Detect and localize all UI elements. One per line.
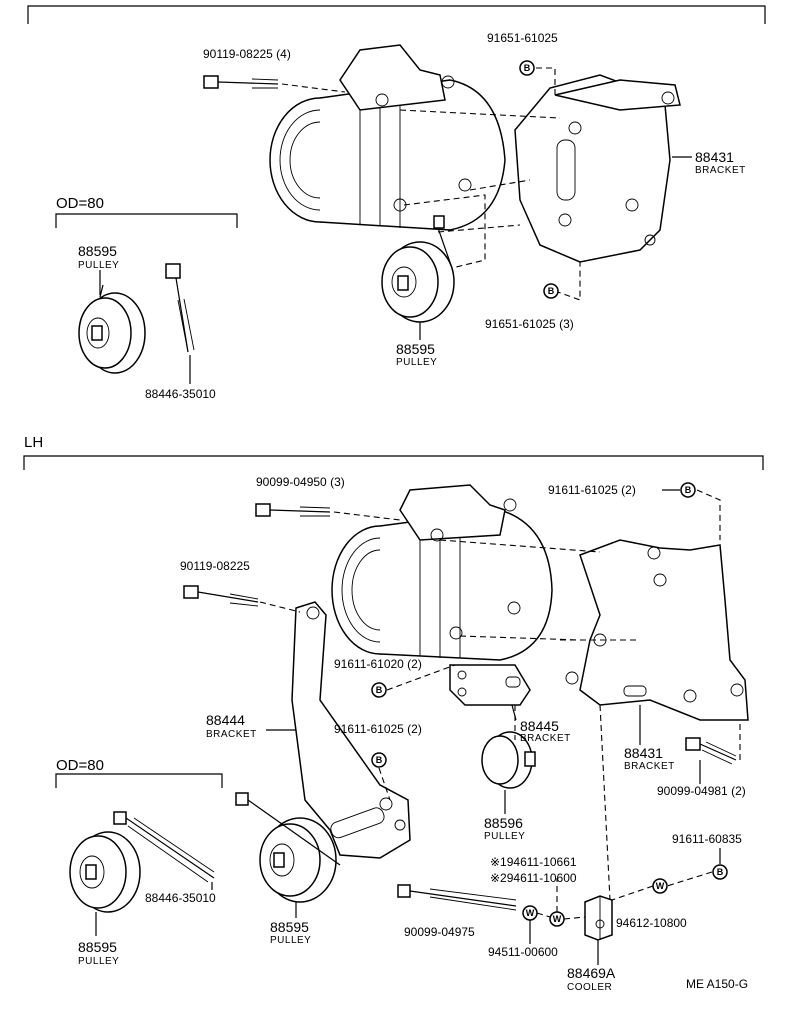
part-bolt-top: 90119-08225 (4)	[203, 47, 291, 61]
washer-marker-2: W	[549, 911, 565, 927]
bolt-lh-long	[397, 884, 517, 911]
bolt-lh	[183, 585, 259, 607]
part-cooler-name: COOLER	[567, 982, 612, 993]
part-bolt-od-top: 88446-35010	[145, 387, 216, 401]
part-pulley-od2-name: PULLEY	[78, 956, 119, 967]
part-pulley-top-number: 88595	[396, 341, 435, 357]
bracket-lh-88431	[565, 539, 749, 721]
cooler-88469A	[584, 895, 613, 941]
od-label-bottom: OD=80	[56, 757, 104, 774]
part-nut-top-3: 91651-61025 (3)	[485, 317, 574, 331]
marker-b-label: B	[685, 485, 692, 495]
bracket-lh-88444	[291, 601, 411, 859]
part-bolt-lh-2: 90099-04981 (2)	[657, 784, 746, 798]
part-washer-3: 94612-10800	[616, 916, 687, 930]
part-nut-top: 91651-61025	[487, 31, 558, 45]
diagram-code: ME A150-G	[686, 977, 748, 991]
top-leaders	[281, 67, 581, 301]
marker-b-label: B	[548, 286, 555, 296]
part-pulley-od-top-number: 88595	[78, 243, 117, 259]
part-bracket-31-number: 88431	[624, 745, 663, 761]
part-bracket-44-number: 88444	[206, 712, 245, 728]
compressor-top	[269, 44, 506, 231]
lh-leaders	[259, 489, 741, 920]
marker-w-label: W	[553, 914, 562, 924]
part-bracket-31-name: BRACKET	[624, 761, 675, 772]
lh-label: LH	[24, 434, 43, 451]
od-group-top: OD=80	[55, 195, 238, 228]
pulley-od-bottom	[69, 811, 215, 913]
b-marker-lh-4: B	[712, 864, 728, 880]
part-washer-1: ※194611-10661	[490, 855, 577, 869]
marker-w-label: W	[656, 881, 665, 891]
compressor-lh	[331, 484, 553, 661]
od-group-bottom: OD=80	[55, 757, 223, 788]
part-bracket-top-number: 88431	[695, 149, 734, 165]
part-bracket-top-name: BRACKET	[695, 165, 746, 176]
part-nut-lh-b: 91611-61025 (2)	[334, 722, 422, 736]
part-pulley-top-name: PULLEY	[396, 357, 437, 368]
marker-b-label: B	[376, 755, 383, 765]
bolt-lh-3	[255, 503, 331, 517]
part-nut-lh-2: 91611-61025 (2)	[548, 483, 636, 497]
part-cooler-number: 88469A	[567, 965, 616, 981]
part-bracket-44-name: BRACKET	[206, 729, 257, 740]
bolt-top	[203, 75, 279, 89]
part-bolt-od2: 88446-35010	[145, 891, 216, 905]
part-pulley-lh-number: 88595	[270, 919, 309, 935]
part-bolt-lh-long: 90099-04975	[404, 925, 475, 939]
part-bracket-45-number: 88445	[520, 718, 559, 734]
top-section-frame	[27, 5, 766, 24]
part-pulley-od2-number: 88595	[78, 939, 117, 955]
marker-b-label: B	[524, 63, 531, 73]
part-bolt-lh-3: 90099-04950 (3)	[256, 475, 345, 489]
marker-b-label: B	[376, 685, 383, 695]
part-washer-4: 94511-00600	[488, 945, 558, 959]
b-marker-lh-3: B	[371, 752, 387, 768]
b-marker-top-1: B	[519, 60, 535, 76]
part-bracket-45-name: BRACKET	[520, 733, 571, 744]
bracket-lh-88445	[449, 664, 531, 706]
pulley-lh-88596	[481, 731, 536, 789]
od-label-top: OD=80	[56, 195, 104, 212]
b-marker-lh-2: B	[371, 682, 387, 698]
part-washer-2: ※294611-10600	[490, 871, 577, 885]
part-pulley-lh-name: PULLEY	[270, 935, 311, 946]
pulley-lh-88595	[235, 792, 341, 903]
bolt-lh-2	[685, 737, 737, 765]
bolt-od-top	[165, 263, 195, 353]
washer-marker-1: W	[522, 905, 538, 921]
marker-w-label: W	[526, 908, 535, 918]
b-marker-lh-1: B	[680, 482, 696, 498]
part-pulley-96-number: 88596	[484, 815, 523, 831]
lh-section-frame: LH	[23, 434, 764, 470]
bracket-top-88431	[514, 74, 681, 263]
part-nut-lh-c: 91611-60835	[672, 832, 742, 846]
b-marker-top-2: B	[543, 283, 559, 299]
pulley-od-top	[78, 284, 146, 374]
washer-marker-3: W	[652, 878, 668, 894]
part-pulley-96-name: PULLEY	[484, 831, 525, 842]
part-nut-lh-a: 91611-61020 (2)	[334, 657, 422, 671]
marker-b-label: B	[717, 867, 724, 877]
part-pulley-od-top-name: PULLEY	[78, 260, 119, 271]
part-bolt-lh: 90119-08225	[180, 559, 250, 573]
